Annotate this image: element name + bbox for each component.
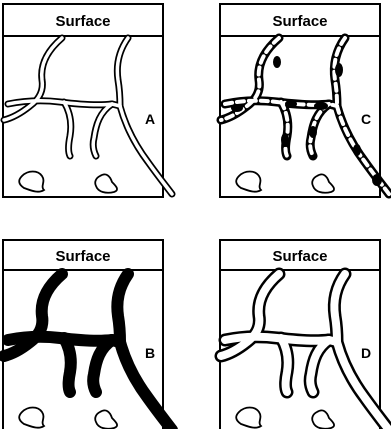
panel-c: Surface C: [220, 4, 389, 197]
panel-b-label: B: [145, 345, 155, 361]
panel-a-label: A: [145, 111, 155, 127]
panel-c-label: C: [361, 111, 371, 127]
panel-b-header: Surface: [55, 248, 110, 265]
panel-a-header: Surface: [55, 13, 110, 30]
panel-d: Surface D: [220, 240, 389, 429]
panel-a: Surface A: [3, 4, 172, 197]
panel-d-header: Surface: [272, 248, 327, 265]
panel-b: Surface B: [3, 240, 172, 429]
panel-d-label: D: [361, 345, 371, 361]
panel-c-header: Surface: [272, 13, 327, 30]
